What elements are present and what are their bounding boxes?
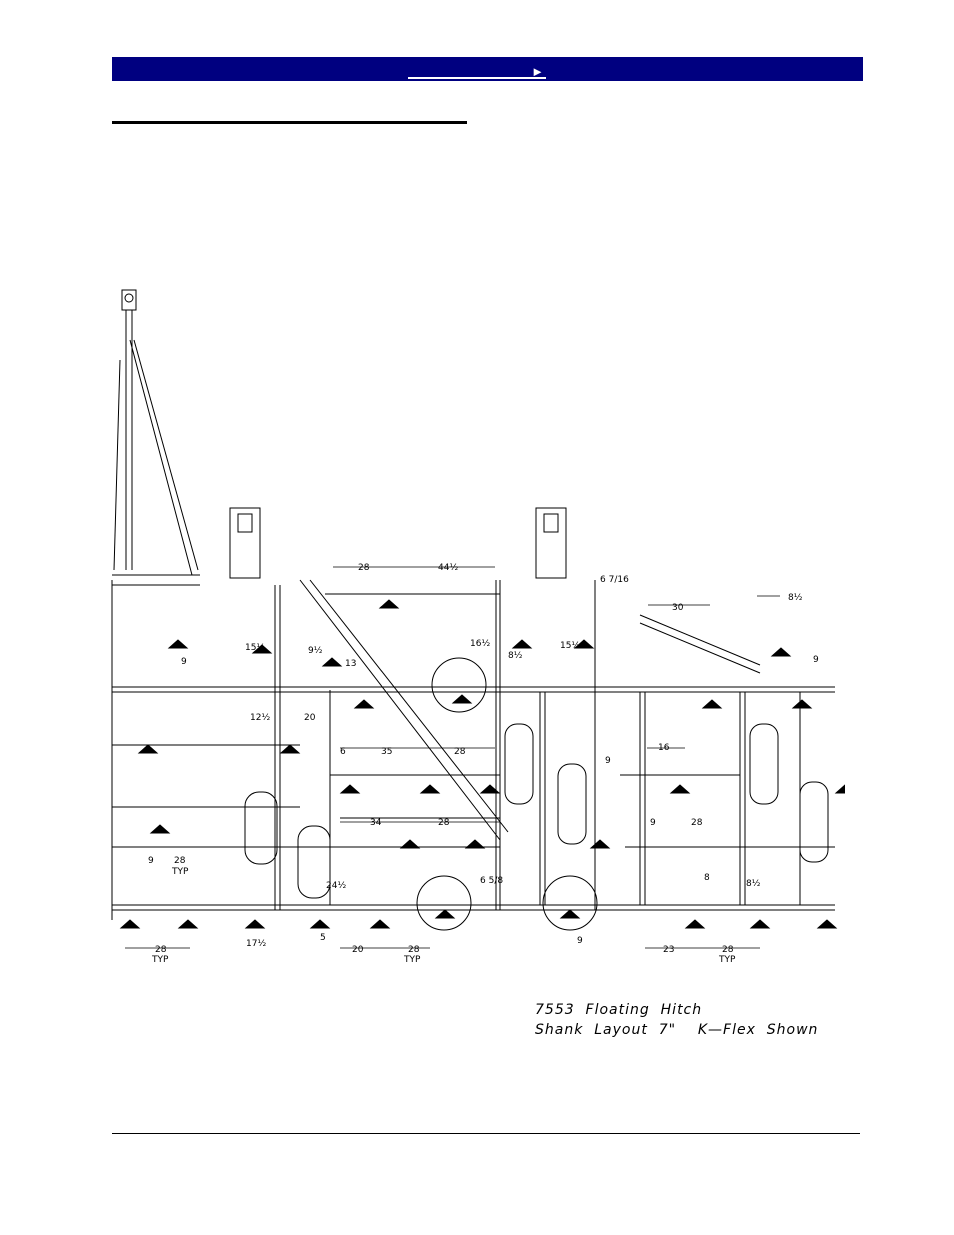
dimension-label: 28 [438,818,450,828]
dimension-label: 9½ [308,646,323,656]
dimension-label: 8½ [746,879,761,889]
dimension-label: 9 [577,936,583,946]
figure-caption: 7553 Floating Hitch Shank Layout 7" K—Fl… [535,1000,818,1040]
wheel-assembly-middle [535,507,567,579]
next-page-link[interactable]: ► [408,63,546,79]
dimension-lines [125,566,780,949]
dimension-label: 16½ [470,639,490,649]
hitch-tongue [113,289,199,576]
gauge-circles [416,657,598,931]
wheel-assembly-left [229,507,261,579]
footer-rule [112,1133,860,1134]
dimension-label: 30 [672,603,684,613]
dimension-label: 28 [174,856,186,866]
dimension-label: 28 [155,945,167,955]
dimension-label: 28 [408,945,420,955]
dimension-label: 9 [650,818,656,828]
dimension-label: 23 [663,945,674,955]
caption-line-1: 7553 Floating Hitch [535,1002,703,1018]
dimension-label: 20 [352,945,364,955]
dimension-label: 44½ [438,563,458,573]
shanks [119,599,845,929]
tires [244,723,829,899]
dimension-label: 28 [691,818,703,828]
header-bar: ► [112,57,863,81]
dimension-label: 17½ [246,939,266,949]
dimension-label: 12½ [250,713,270,723]
dimension-label: 8 [704,873,710,883]
dimension-label: 8½ [788,593,803,603]
dimension-label: 35 [381,747,392,757]
dimension-label: TYP [151,955,169,965]
dimension-label: 9 [148,856,154,866]
dimension-label: 24½ [326,881,346,891]
dimension-label: 28 [722,945,734,955]
section-heading-rule [112,121,467,124]
dimension-label: 13 [345,659,356,669]
dimension-label: 9 [813,655,819,665]
dimension-label: 6 [340,747,346,757]
dimension-label: 16 [658,743,670,753]
dimension-label: 6 7/16 [600,575,629,585]
dimension-label: 15½ [560,641,580,651]
dimension-label: 5 [320,933,326,943]
dimension-label: TYP [171,867,189,877]
dimension-label: 28 [454,747,466,757]
dimension-label: 6 5/8 [480,876,503,886]
dimension-label: 28 [358,563,370,573]
dimension-label: 15½ [245,643,265,653]
dimension-label: 9 [181,657,187,667]
dimension-label: 8½ [508,651,523,661]
dimension-label: TYP [718,955,736,965]
dimension-label: 20 [304,713,316,723]
dimension-label: TYP [403,955,421,965]
frame [111,574,835,920]
next-arrow-icon: ► [531,64,544,79]
dimension-label: 34 [370,818,382,828]
dimension-label: 9 [605,756,611,766]
caption-line-2: Shank Layout 7" K—Flex Shown [535,1022,819,1038]
shank-layout-drawing: 28 44½ 30 8½ 6 7/16 15½ 9½ 16½ 8½ 15½ 9 … [111,289,845,965]
